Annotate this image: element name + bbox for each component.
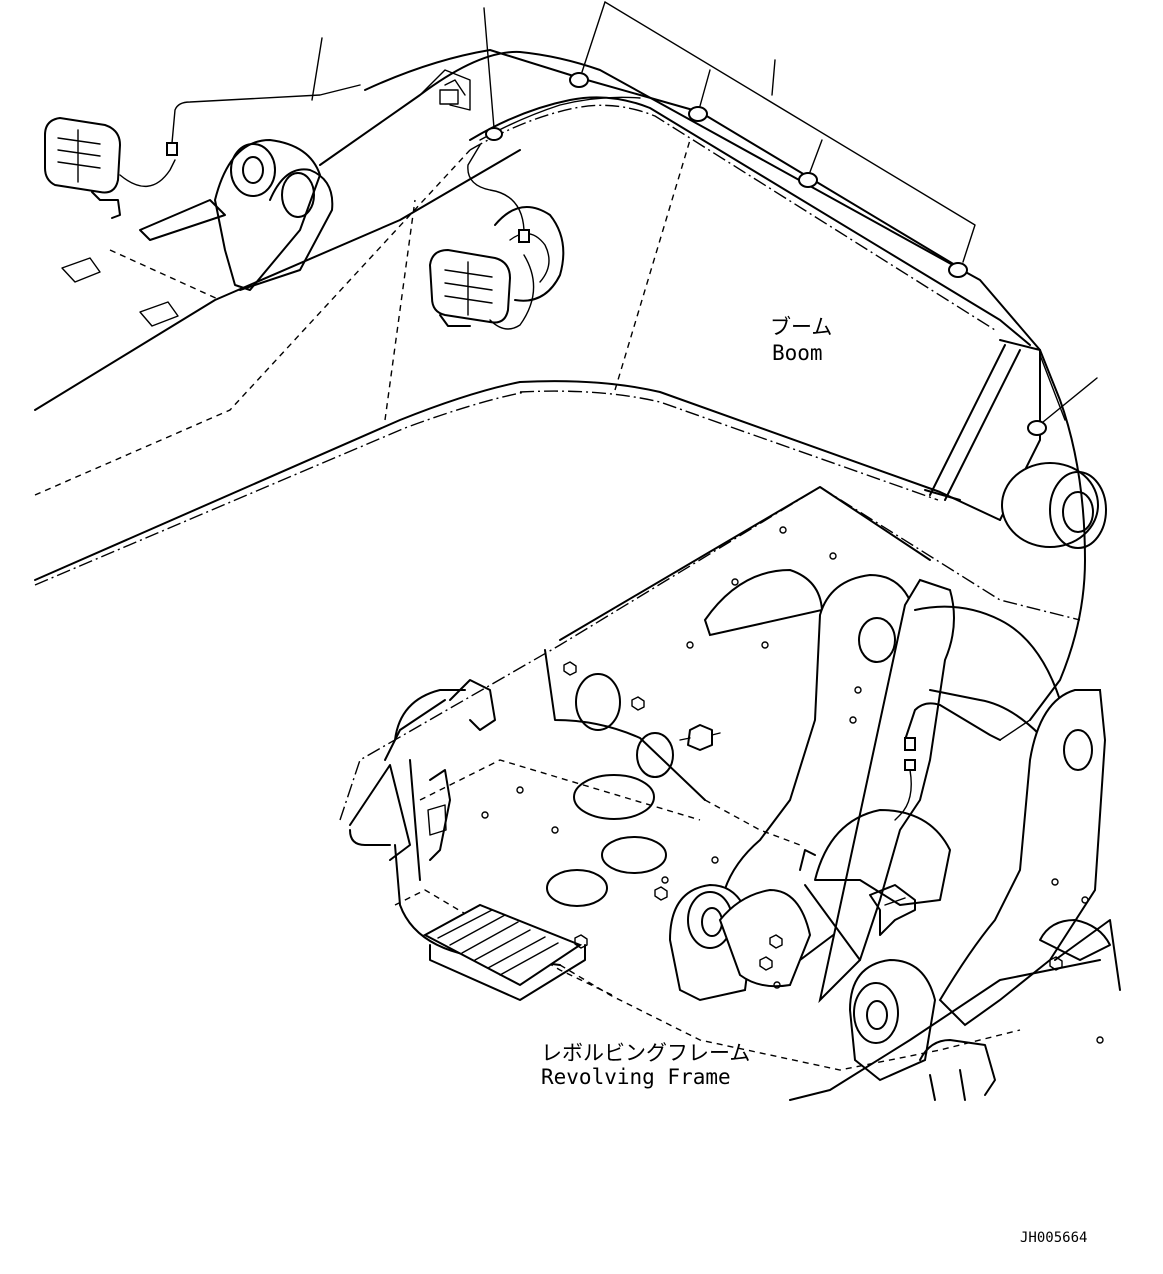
work-light-left — [44, 84, 361, 219]
hose-clamp-icon — [948, 262, 968, 278]
frame-harness — [679, 702, 1031, 821]
leader-lines — [311, 1, 1098, 423]
connector-icon — [904, 737, 916, 751]
boom-label-jp: ブーム — [770, 315, 832, 339]
boom-label-en: Boom — [772, 341, 823, 365]
frame-label-en: Revolving Frame — [541, 1065, 731, 1089]
hose-clamp-icon — [485, 127, 503, 141]
hose-clamp-icon — [1027, 420, 1047, 436]
connector-icon — [518, 229, 530, 243]
connector-icon — [904, 759, 916, 771]
revolving-frame — [339, 486, 1121, 1101]
boom-structure — [34, 50, 1107, 586]
hose-clamp-icon — [569, 72, 589, 88]
hose-clamps — [485, 72, 1047, 436]
drawing-id: JH005664 — [1020, 1230, 1087, 1246]
frame-label-jp: レボルビングフレーム — [541, 1041, 750, 1065]
labels: ブーム Boom レボルビングフレーム Revolving Frame JH00… — [541, 315, 1087, 1246]
hose-clamp-icon — [798, 172, 818, 188]
work-light-center — [428, 144, 565, 330]
hose-clamp-icon — [688, 106, 708, 122]
connector-icon — [166, 142, 178, 156]
